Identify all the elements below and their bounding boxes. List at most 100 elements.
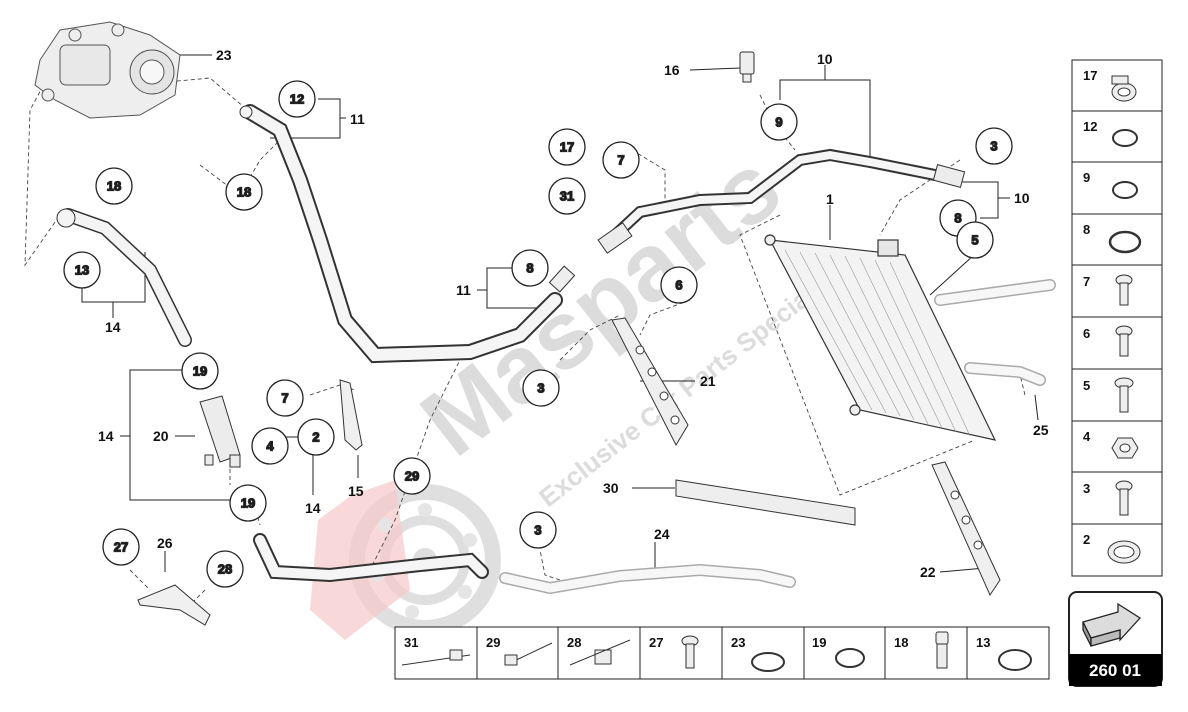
- condenser-part: [764, 234, 997, 441]
- svg-text:28: 28: [218, 562, 232, 577]
- label-15: 15: [348, 483, 364, 499]
- legend-bottom: 31 29 28 27 23 19 18 13: [394, 626, 1050, 680]
- callout-18: 18: [225, 173, 263, 211]
- svg-text:27: 27: [114, 540, 128, 555]
- callout-18: 18: [95, 167, 133, 205]
- svg-text:6: 6: [1083, 326, 1090, 341]
- svg-text:2: 2: [1083, 532, 1090, 547]
- legend-item-5: 5: [1083, 377, 1134, 413]
- label-23: 23: [216, 47, 232, 63]
- seal-ring-icon: [998, 649, 1032, 671]
- svg-text:3: 3: [537, 381, 544, 396]
- callout-27: 27: [102, 528, 140, 566]
- line-14-part: [253, 533, 489, 583]
- svg-text:9: 9: [1083, 170, 1090, 185]
- legend-item-31: 31: [401, 635, 471, 666]
- svg-text:3: 3: [1083, 481, 1090, 496]
- hose-5-part: [934, 279, 1056, 306]
- hose-left-part: [56, 208, 192, 347]
- callout-6: 6: [660, 266, 698, 304]
- clamp-icon: [1111, 75, 1137, 102]
- label-14: 14: [105, 319, 121, 335]
- legend-item-28: 28: [567, 635, 631, 666]
- label-16: 16: [664, 62, 680, 78]
- svg-text:4: 4: [266, 439, 274, 454]
- seal-ring-icon: [1112, 181, 1138, 199]
- legend-right: 17 12 9 8 7 6 5 4: [1071, 59, 1163, 577]
- svg-text:3: 3: [534, 523, 541, 538]
- legend-item-23: 23: [731, 635, 785, 672]
- legend-item-9: 9: [1083, 170, 1138, 199]
- label-11: 11: [456, 282, 471, 298]
- bolt-icon: [1115, 480, 1133, 516]
- seal-ring-icon: [751, 652, 785, 672]
- bracket-21-part: [611, 317, 689, 447]
- valve-20-part: [199, 395, 241, 468]
- legend-item-17: 17: [1083, 68, 1137, 102]
- label-1: 1: [826, 191, 834, 207]
- bolt-icon: [1114, 377, 1134, 413]
- callout-28: 28: [206, 550, 244, 588]
- legend-item-18: 18: [894, 631, 949, 669]
- svg-text:17: 17: [560, 140, 574, 155]
- label-20: 20: [153, 428, 169, 444]
- svg-text:8: 8: [954, 211, 961, 226]
- callout-5: 5: [956, 221, 994, 259]
- callout-9: 9: [760, 103, 798, 141]
- callout-29: 29: [393, 457, 431, 495]
- svg-text:13: 13: [75, 263, 89, 278]
- svg-text:29: 29: [405, 469, 419, 484]
- label-14: 14: [305, 500, 321, 516]
- clip-icon: [569, 639, 631, 666]
- svg-text:5: 5: [971, 233, 978, 248]
- svg-text:18: 18: [237, 185, 251, 200]
- label-30: 30: [603, 480, 619, 496]
- legend-item-12: 12: [1083, 119, 1138, 147]
- legend-item-7: 7: [1083, 274, 1133, 306]
- legend-item-3: 3: [1083, 480, 1133, 516]
- hose-25-part: [964, 362, 1046, 386]
- dashed-leaders: [24, 54, 1026, 611]
- svg-text:28: 28: [567, 635, 581, 650]
- callout-circles: 12 18 13 19 19 7 4 2 29 27 28 17 7 31 8 …: [63, 80, 1013, 588]
- bracket-22-part: [931, 461, 1001, 597]
- line-24-part: [499, 563, 796, 595]
- strip-30-part: [675, 479, 856, 526]
- svg-text:19: 19: [241, 496, 255, 511]
- bolt-icon: [1115, 325, 1133, 357]
- svg-text:7: 7: [1083, 274, 1090, 289]
- svg-text:13: 13: [976, 635, 990, 650]
- hose-10-part: [597, 148, 966, 254]
- cable-tie-icon: [504, 642, 553, 666]
- diagram-badge: 260 01: [1068, 591, 1163, 687]
- svg-text:17: 17: [1083, 68, 1097, 83]
- callout-3: 3: [519, 511, 557, 549]
- nut-icon: [1111, 437, 1139, 459]
- callout-7: 7: [266, 379, 304, 417]
- label-24: 24: [654, 526, 670, 542]
- callout-17: 17: [548, 128, 586, 166]
- callout-8: 8: [511, 249, 549, 287]
- svg-text:19: 19: [193, 364, 207, 379]
- svg-text:2: 2: [312, 430, 319, 445]
- svg-text:4: 4: [1083, 429, 1091, 444]
- legend-item-19: 19: [812, 635, 865, 668]
- label-10: 10: [817, 51, 833, 67]
- cable-tie-icon: [401, 649, 471, 666]
- svg-text:23: 23: [731, 635, 745, 650]
- callout-13: 13: [63, 251, 101, 289]
- bracket-lines: [81, 54, 1039, 573]
- svg-text:3: 3: [990, 139, 997, 154]
- legend-item-13: 13: [976, 635, 1032, 671]
- bolt-icon: [681, 635, 699, 669]
- svg-text:9: 9: [775, 115, 782, 130]
- arrow-icon: [1082, 602, 1142, 647]
- svg-text:8: 8: [526, 261, 533, 276]
- diagram-number: 260 01: [1089, 661, 1141, 680]
- legend-item-8: 8: [1083, 222, 1142, 254]
- label-25: 25: [1033, 422, 1049, 438]
- svg-text:31: 31: [560, 189, 574, 204]
- legend-item-27: 27: [649, 635, 699, 669]
- bolt-icon: [1115, 274, 1133, 306]
- clamp-icon: [1107, 540, 1141, 564]
